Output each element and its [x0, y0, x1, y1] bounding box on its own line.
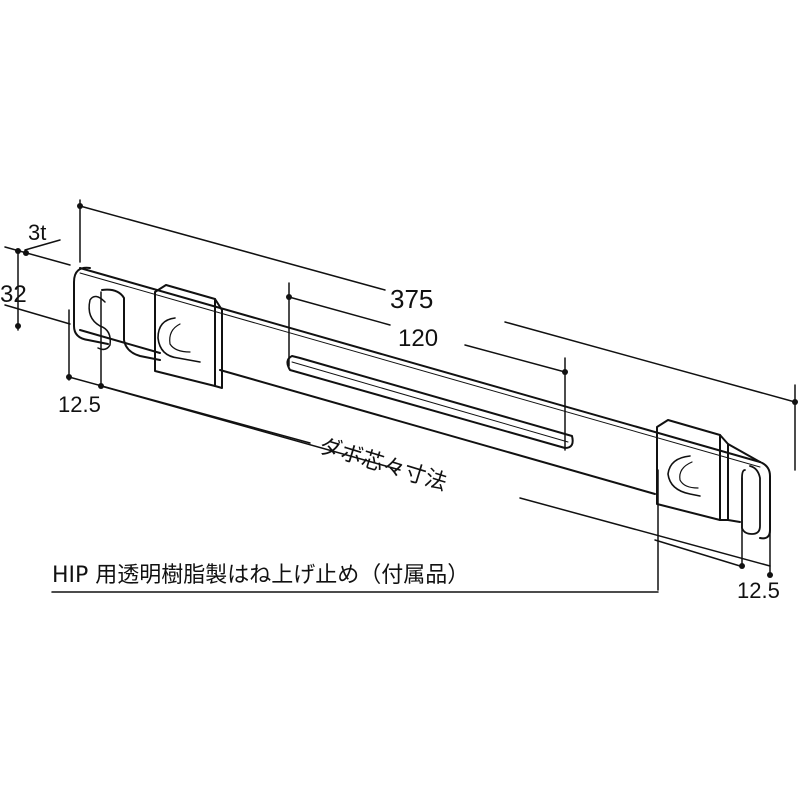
right-offset-label: 12.5	[737, 578, 780, 603]
right-clip	[656, 419, 729, 521]
right-hook	[727, 443, 761, 535]
left-clip	[154, 284, 223, 389]
overall-length-label: 375	[390, 284, 433, 314]
height-label: 32	[0, 281, 27, 308]
left-offset-label: 12.5	[58, 392, 101, 417]
accessory-note: HIP 用透明樹脂製はね上げ止め（付属品）	[52, 563, 469, 588]
slot-length-label: 120	[398, 325, 438, 352]
dowel-pitch-label: ダボ芯々寸法	[316, 434, 450, 497]
dimension-dots	[15, 203, 798, 578]
dimension-lines	[4, 199, 796, 593]
thickness-label: 3t	[28, 220, 46, 245]
left-hook	[73, 266, 161, 361]
